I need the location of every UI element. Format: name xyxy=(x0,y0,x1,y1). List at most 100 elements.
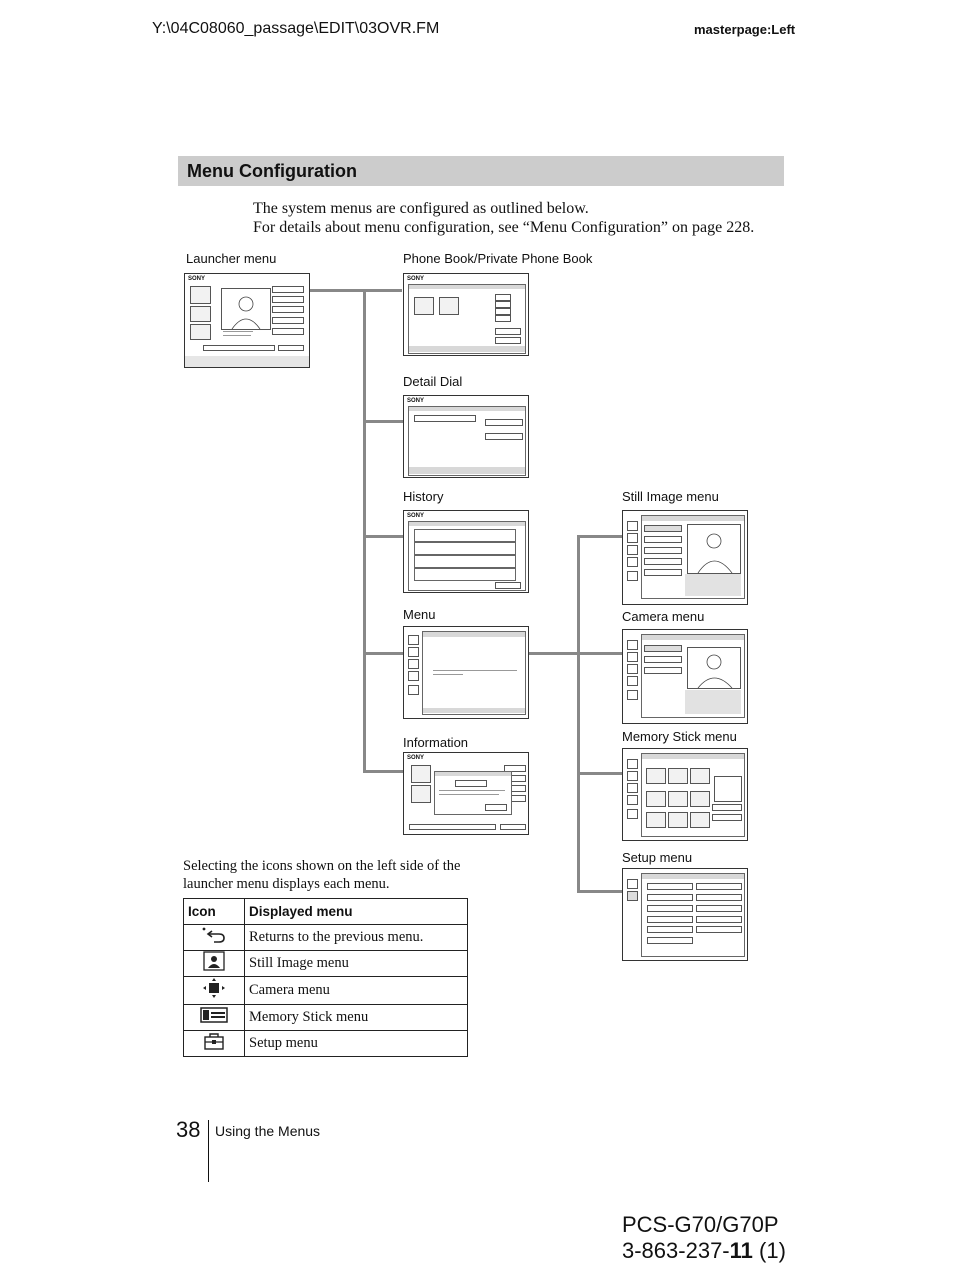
still-image-window xyxy=(641,515,745,599)
info-field xyxy=(455,780,487,787)
menu-button xyxy=(272,317,304,324)
history-row xyxy=(414,542,516,555)
menu-button xyxy=(500,824,526,830)
thumbnail xyxy=(414,297,434,315)
camera-icon xyxy=(627,664,638,674)
bottom-bar xyxy=(185,356,309,367)
column-header-icon: Icon xyxy=(183,898,245,925)
memory-stick-screen xyxy=(622,748,748,841)
model-line-1: PCS-G70/G70P xyxy=(622,1212,779,1237)
connector-history xyxy=(363,535,403,538)
camera-icon xyxy=(627,545,638,555)
history-row xyxy=(414,529,516,542)
text-line xyxy=(433,674,463,675)
title-bar xyxy=(642,635,744,640)
detail-dial-window xyxy=(408,406,526,476)
connector-detail-dial xyxy=(363,420,403,423)
icon-table-caption: Selecting the icons shown on the left si… xyxy=(183,857,460,893)
menu-label: Menu xyxy=(403,607,436,622)
still-image-icon xyxy=(408,647,419,657)
memory-stick-icon xyxy=(627,676,638,686)
menu-item xyxy=(644,667,682,674)
title-bar xyxy=(435,772,511,776)
information-label: Information xyxy=(403,735,469,750)
sony-logo: SONY xyxy=(407,398,425,404)
table-cell-menu: Still Image menu xyxy=(244,950,468,977)
bottom-bar xyxy=(423,708,525,713)
setup-icon xyxy=(627,571,638,581)
still-image-screen xyxy=(622,510,748,605)
title-bar xyxy=(423,632,525,637)
intro-line-1: The system menus are configured as outli… xyxy=(253,200,589,217)
detail-dial-label: Detail Dial xyxy=(403,374,463,389)
still-image-icon xyxy=(627,652,638,662)
title-bar xyxy=(409,407,525,411)
caption-line-1: Selecting the icons shown on the left si… xyxy=(183,858,461,874)
icon-table: Icon Displayed menu Returns to the previ… xyxy=(183,898,468,1057)
title-bar xyxy=(409,522,525,526)
setup-item xyxy=(647,894,693,901)
menu-button xyxy=(504,765,526,772)
thumbnail xyxy=(190,286,211,304)
phonebook-window xyxy=(408,284,526,354)
sony-logo: SONY xyxy=(407,755,425,761)
model-number: PCS-G70/G70P 3-863-237-11 (1) xyxy=(622,1212,786,1264)
table-cell-menu: Memory Stick menu xyxy=(244,1004,468,1031)
connector-still-image xyxy=(577,535,622,538)
setup-menu-label: Setup menu xyxy=(622,850,693,865)
connector-menu xyxy=(363,652,403,655)
thumbnail xyxy=(411,765,431,783)
return-icon xyxy=(627,879,638,889)
camera-icon xyxy=(627,783,638,793)
table-row: Setup menu xyxy=(183,1030,468,1057)
menu-item xyxy=(644,525,682,532)
history-row xyxy=(414,555,516,568)
thumbnail xyxy=(411,785,431,803)
file-thumbnail xyxy=(646,791,666,807)
table-row: Still Image menu xyxy=(183,950,468,977)
model-line-2: 3-863-237-11 (1) xyxy=(622,1238,786,1264)
return-icon xyxy=(183,924,245,951)
file-thumbnail xyxy=(690,791,710,807)
action-button xyxy=(495,337,521,344)
title-bar xyxy=(642,754,744,759)
setup-icon xyxy=(627,690,638,700)
thumbnail xyxy=(439,297,459,315)
phonebook-label: Phone Book/Private Phone Book xyxy=(403,251,593,266)
bottom-bar xyxy=(409,346,525,352)
table-header-row: Icon Displayed menu xyxy=(183,898,468,925)
setup-icon xyxy=(408,685,419,695)
help-box xyxy=(685,690,741,714)
memory-stick-window xyxy=(641,753,745,837)
ok-button xyxy=(485,804,507,811)
setup-item xyxy=(696,916,742,923)
file-thumbnail xyxy=(646,768,666,784)
action-button xyxy=(712,814,742,821)
intro-line-2: For details about menu configuration, se… xyxy=(253,219,755,236)
menu-button xyxy=(272,328,304,335)
index-button xyxy=(495,294,511,301)
main-picture xyxy=(221,288,271,330)
menu-button xyxy=(272,296,304,303)
still-image-icon xyxy=(627,771,638,781)
setup-item xyxy=(647,916,693,923)
setup-item xyxy=(647,905,693,912)
column-header-menu: Displayed menu xyxy=(244,898,468,925)
information-screen: SONY xyxy=(403,752,529,835)
table-cell-menu: Setup menu xyxy=(244,1030,468,1057)
return-icon xyxy=(408,635,419,645)
footer-section: Using the Menus xyxy=(215,1123,321,1139)
preview-picture xyxy=(687,647,741,689)
return-icon xyxy=(627,759,638,769)
history-window xyxy=(408,521,526,591)
camera-icon xyxy=(183,976,245,1005)
memory-stick-icon xyxy=(627,557,638,567)
action-button xyxy=(712,804,742,811)
camera-screen xyxy=(622,629,748,724)
table-cell-menu: Returns to the previous menu. xyxy=(244,924,468,951)
sony-logo: SONY xyxy=(188,276,206,282)
memory-stick-icon xyxy=(183,1004,245,1031)
action-button xyxy=(495,328,521,335)
still-image-menu-label: Still Image menu xyxy=(622,489,719,504)
menu-item xyxy=(644,558,682,565)
